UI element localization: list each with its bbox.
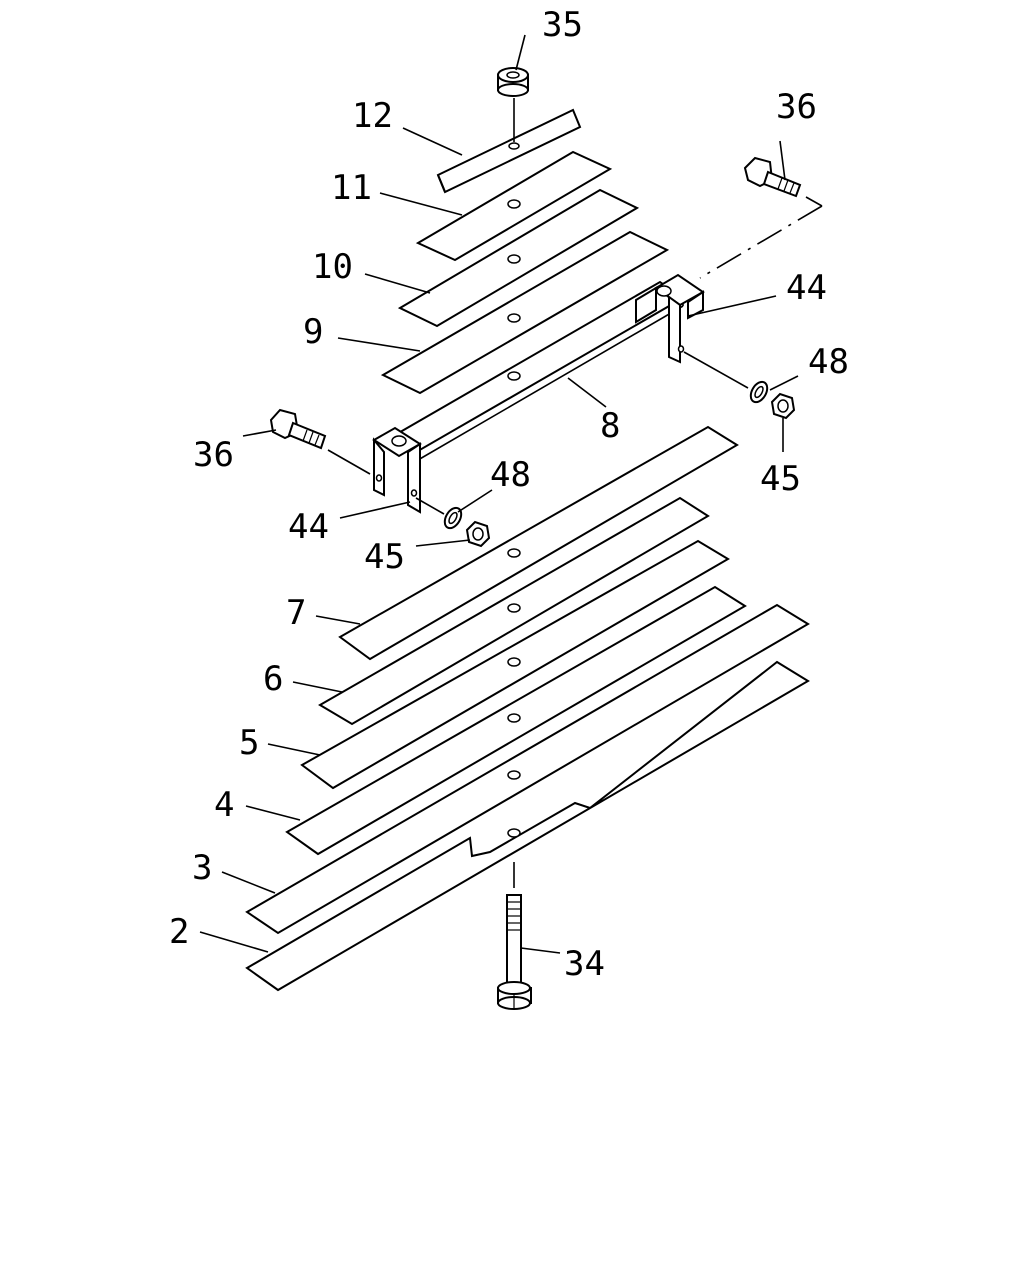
leaf-5	[300, 539, 730, 790]
leaf-7	[338, 425, 739, 661]
leaf-4	[285, 585, 747, 856]
callout-34: 34	[564, 944, 605, 984]
nut-45-right	[770, 392, 796, 420]
nut-35	[497, 67, 529, 150]
leaf-9	[380, 230, 670, 395]
callout-11: 11	[331, 168, 372, 208]
callout-labels: 35 12 11 10 9 8 36 44 48 45 36 48 44 45 …	[169, 5, 849, 984]
callout-6: 6	[263, 659, 283, 699]
leaf-6	[318, 496, 710, 726]
bolt-36-right	[699, 156, 823, 279]
leaf-11	[415, 150, 613, 262]
callout-12: 12	[352, 96, 393, 136]
callout-7: 7	[286, 593, 306, 633]
leader-lines	[199, 34, 799, 954]
callout-2: 2	[169, 912, 189, 952]
callout-3: 3	[192, 848, 212, 888]
bracket-44-left	[372, 426, 422, 514]
callout-36-left: 36	[193, 435, 234, 475]
center-bolt-34	[497, 862, 532, 1010]
leaf-2	[245, 660, 810, 992]
callout-8: 8	[600, 406, 620, 446]
callout-5: 5	[239, 723, 259, 763]
callout-45-right: 45	[760, 459, 801, 499]
callout-35: 35	[542, 5, 583, 45]
bolt-36-left	[269, 408, 371, 475]
bracket-44-right	[635, 273, 705, 364]
washer-48-right	[683, 351, 769, 404]
callout-48-left: 48	[490, 455, 531, 495]
nut-45-left	[465, 520, 491, 548]
leaf-10	[397, 188, 640, 328]
callout-45-left: 45	[364, 537, 405, 577]
leaf-3	[245, 603, 810, 935]
leaf-12	[436, 108, 582, 194]
callout-4: 4	[214, 785, 234, 825]
callout-44-right: 44	[786, 268, 827, 308]
callout-36-top: 36	[776, 87, 817, 127]
callout-44-left: 44	[288, 507, 329, 547]
callout-9: 9	[303, 312, 323, 352]
callout-48-right: 48	[808, 342, 849, 382]
callout-10: 10	[312, 247, 353, 287]
washer-48-left	[415, 497, 463, 530]
